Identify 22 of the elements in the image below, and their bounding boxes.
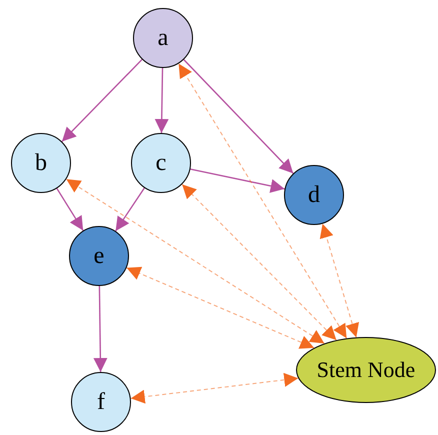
arrow — [126, 266, 315, 349]
arrow — [190, 168, 285, 193]
node-label: Stem Node — [316, 357, 416, 383]
arrow — [66, 178, 325, 344]
arrow — [178, 63, 348, 339]
arrow — [56, 188, 84, 231]
arrow — [183, 59, 294, 174]
arrow — [154, 68, 169, 134]
circle-node — [11, 133, 71, 193]
arrow — [93, 286, 108, 372]
arrow — [182, 184, 337, 341]
arrow — [320, 223, 359, 338]
node-label: a — [158, 24, 168, 52]
circle-node — [133, 8, 193, 68]
arrow — [61, 59, 143, 142]
node-label: d — [308, 182, 320, 208]
node-label: e — [94, 242, 104, 270]
arrow — [115, 188, 145, 232]
node-label: f — [97, 388, 105, 416]
node-label: b — [35, 150, 47, 176]
arrow — [130, 372, 299, 404]
node-label: c — [156, 150, 166, 176]
